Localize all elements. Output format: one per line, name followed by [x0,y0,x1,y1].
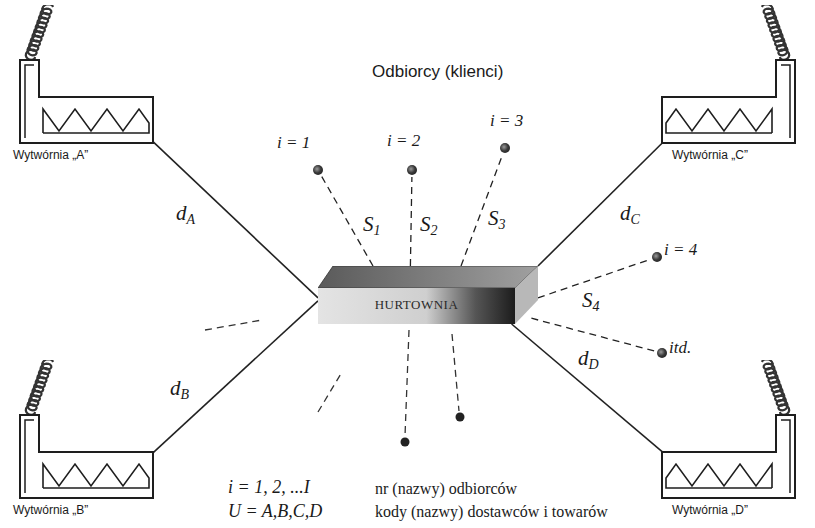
warehouse-side [515,266,538,324]
legend-note: i = 1, 2, ...I [228,477,310,498]
factory-inner-line [781,420,790,493]
customer-distance-label: S3 [488,208,506,232]
factory-inner-line [781,65,790,138]
factory-outline [662,415,795,498]
supply-line [512,324,663,452]
factory-icon [660,360,810,500]
sawtooth-roof [666,109,772,133]
customer-label: i = 4 [664,240,697,260]
customer-label: i = 2 [387,131,420,151]
customer-distance-label: S4 [582,290,600,314]
customer-node: i = 2 [407,165,417,175]
dashed-leader [405,330,409,436]
dashed-leader [205,320,262,330]
dashed-connector [410,177,412,266]
customer-node: itd. [657,348,667,358]
smoke-coil [26,5,53,60]
dashed-leader [318,372,342,412]
customer-label: i = 3 [490,111,523,131]
sawtooth-roof [43,109,149,133]
factory-outline [20,60,153,143]
supplier-distance-label: dA [176,203,195,227]
dashed-leader [452,334,459,411]
supplier-distance-label: dC [620,203,640,227]
warehouse-front [318,288,515,324]
customer-label: i = 1 [277,133,310,153]
customer-distance-label: S2 [420,214,438,238]
smoke-coil [762,5,789,60]
factory-inner-line [25,420,34,493]
warehouse-node: HURTOWNIA [318,266,538,324]
smoke-coil [762,360,789,415]
legend-note: kody (nazwy) dostawców i towarów [375,503,608,521]
customer-node: i = 3 [500,143,510,153]
legend-note: U = A,B,C,D [228,501,322,522]
factory-inner-line [25,65,34,138]
customer-label: itd. [669,338,691,358]
diagram-title: Odbiorcy (klienci) [372,62,503,82]
smoke-coil [26,360,53,415]
factory-icon [660,5,810,145]
factory-outline [20,415,153,498]
sawtooth-roof [43,464,149,488]
dashed-connector [322,176,374,266]
supply-line [154,301,319,453]
sawtooth-roof [666,464,772,488]
customer-distance-label: S1 [363,214,381,238]
factory-node: Wytwórnia „D” [660,360,810,500]
dashed-connector [531,318,655,351]
factory-label: Wytwórnia „D” [672,503,748,517]
factory-label: Wytwórnia „C” [672,148,748,162]
customer-node: i = 4 [652,252,662,262]
customer-dot [456,413,465,422]
supply-line [154,142,319,298]
factory-node: Wytwórnia „C” [660,5,810,145]
factory-icon [5,5,155,145]
factory-label: Wytwórnia „A” [13,148,88,162]
factory-icon [5,360,155,500]
dashed-connector [461,155,503,266]
warehouse-block [318,266,538,324]
factory-label: Wytwórnia „B” [13,503,88,517]
customer-node: i = 1 [313,165,323,175]
supplier-distance-label: dB [170,378,189,402]
factory-node: Wytwórnia „B” [5,360,155,500]
factory-node: Wytwórnia „A” [5,5,155,145]
dashed-connector [538,259,650,298]
warehouse-label: HURTOWNIA [318,297,515,313]
supply-line [538,142,663,266]
supplier-distance-label: dD [578,348,599,372]
customer-dot [401,438,410,447]
legend-note: nr (nazwy) odbiorców [375,480,517,498]
warehouse-top [318,266,538,288]
factory-outline [662,60,795,143]
